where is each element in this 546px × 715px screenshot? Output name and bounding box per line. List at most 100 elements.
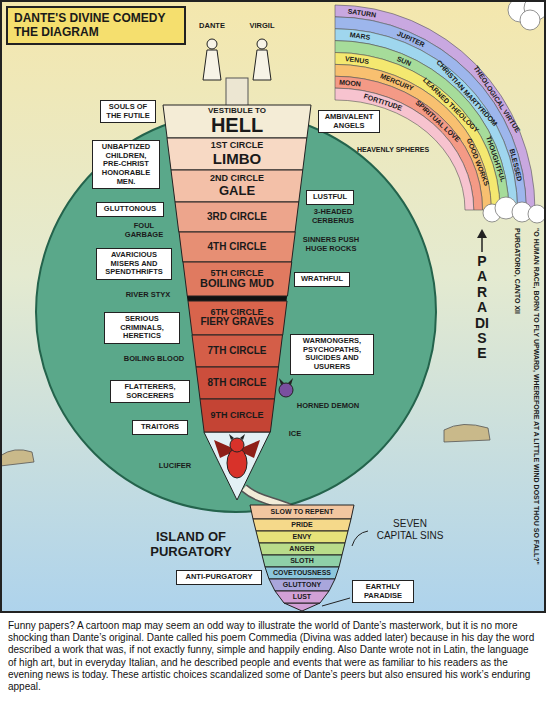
hell-circle-band: 7TH CIRCLE [192,335,283,367]
label-holder: VIRGIL [242,22,282,31]
band-text: 9TH CIRCLE [210,411,263,420]
demon-head [279,383,293,397]
band-text: 6TH CIRCLE [210,308,263,317]
quote-text: PURGATORIO, CANTO XII [513,228,521,348]
label-holder: ISLAND OF PURGATORY [135,530,247,560]
label-holder: LUCIFER [150,462,200,471]
robe [203,50,221,80]
band-text: 4TH CIRCLE [208,242,267,253]
arrow-head [477,229,487,238]
map-label: DANTE [192,22,232,31]
label-holder: ICE [282,430,308,439]
frame [1,1,545,612]
purgatory-terrace: SLOW TO REPENT [250,505,354,519]
band-fill [262,555,342,567]
band-text: LIMBO [213,151,261,167]
map-label: SEVEN CAPITAL SINS [372,518,448,541]
band-fill [253,519,351,531]
band-text: HELL [211,115,263,136]
purgatory-terrace: PRIDE [253,519,351,531]
head [257,39,267,49]
cloud [508,0,546,30]
band-fill [163,105,311,138]
map-label: FOUL GARBAGE [118,222,170,239]
dante-figure [203,39,221,80]
label-holder: RIVER STYX [116,291,180,300]
band-fill [183,262,292,296]
horned-demon-figure [279,378,293,397]
head [207,39,217,49]
map-label: 3-HEADED CERBERUS [304,208,362,225]
label-holder: "O HUMAN RACE, BORN TO FLY UPWARD, WHERE… [532,228,540,608]
hell-circle-band: 4TH CIRCLE [179,232,295,262]
box-text: SOULS OF THE FUTILE [104,103,152,120]
label-box: AMBIVALENT ANGELS [318,110,380,133]
band-fill [188,301,287,335]
label-holder: HORNED DEMON [292,402,364,411]
label-holder: PURGATORIO, CANTO XII [513,228,521,348]
band-fill [250,505,354,519]
box-text: AMBIVALENT ANGELS [322,113,376,130]
cloud-puff [528,205,546,223]
map-label: ICE [282,430,308,439]
label-box: SOULS OF THE FUTILE [100,100,156,123]
box-text: EARTHLY PARADISE [356,583,410,600]
band-fill [167,138,307,170]
cloud-puff [520,10,540,30]
label-box: UNBAPTIZED CHILDREN, PRE-CHRIST HONORABL… [92,140,160,189]
band-text: 2ND CIRCLE [210,174,264,183]
hell-circle-band: 5TH CIRCLEBOILING MUD [183,262,292,296]
label-box: TRAITORS [132,420,188,435]
band-fill [171,170,303,202]
box-text: FLATTERERS, SORCERERS [114,383,186,400]
hell-circle-band: 1ST CIRCLELIMBO [167,138,307,170]
band-fill [256,531,348,543]
river-styx-band [187,296,287,301]
leader-line [322,598,350,606]
label-box: LUSTFUL [306,190,354,205]
label-box: EARTHLY PARADISE [352,580,414,603]
band-text: FIERY GRAVES [200,317,273,328]
bracket-line [352,531,368,546]
map-label: RIVER STYX [116,291,180,300]
robe [253,50,271,80]
band-text: 1ST CIRCLE [211,141,264,150]
band-text: VESTIBULE TO [208,107,266,115]
map-label: BOILING BLOOD [118,355,190,364]
box-text: LUSTFUL [310,193,350,202]
hell-circle-band: 2ND CIRCLEGALE [171,170,303,202]
arrow-shaft [481,236,483,252]
label-holder: 3-HEADED CERBERUS [304,208,362,225]
label-holder: SEVEN CAPITAL SINS [372,518,448,541]
label-box: AVARICIOUS MISERS AND SPENDTHRIFTS [96,248,172,280]
hell-circle-band: 8TH CIRCLE [196,367,279,399]
diagram-title: DANTE'S DIVINE COMEDY THE DIAGRAM [14,11,178,40]
purgatory-terrace: LUST [275,591,329,603]
virgil-figure [253,39,271,80]
band-text: COVETOUSNESS [273,569,331,576]
band-text: 7TH CIRCLE [208,346,267,357]
map-label: SINNERS PUSH HUGE ROCKS [298,236,364,253]
map-label: HORNED DEMON [292,402,364,411]
purgatory-terrace: ANGER [259,543,345,555]
label-holder: BOILING BLOOD [118,355,190,364]
title-box: DANTE'S DIVINE COMEDY THE DIAGRAM [6,6,186,45]
hell-circle-band: 3RD CIRCLE [175,202,299,232]
purgatory-terrace: SLOTH [262,555,342,567]
band-text: LUST [293,593,311,600]
label-holder: DANTE [192,22,232,31]
band-fill [179,232,295,262]
band-fill [196,367,279,399]
caption-block: Funny papers? A cartoon map may seem an … [8,620,538,693]
label-box: WRATHFUL [294,272,350,287]
label-holder: FOUL GARBAGE [118,222,170,239]
purgatory-terrace: GLUTTONY [269,579,335,591]
purgatory-terrace: COVETOUSNESS [265,567,339,579]
band-text: PRIDE [291,521,312,528]
horns [279,378,293,385]
band-fill [192,335,283,367]
label-box: ANTI-PURGATORY [176,570,262,585]
ice-pit [204,432,270,500]
band-fill [265,567,339,579]
band-fill [200,399,275,432]
